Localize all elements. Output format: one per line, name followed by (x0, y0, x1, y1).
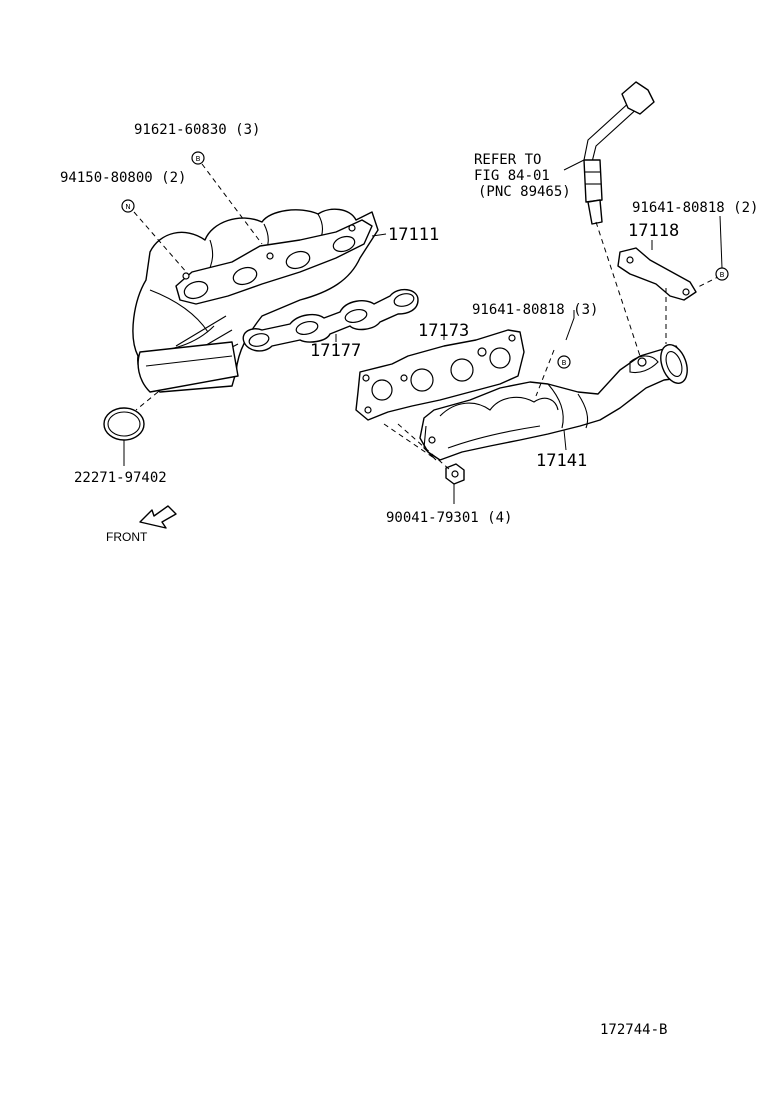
bolt-marker-icon: B (720, 271, 725, 279)
bracket-17118[interactable] (617, 247, 697, 301)
nut-90041[interactable] (445, 463, 465, 485)
label-91641-80818-2: 91641-80818 (2) (632, 200, 758, 216)
label-91621-60830: 91621-60830 (3) (134, 122, 260, 138)
leader-lines (123, 159, 723, 504)
label-22271-97402: 22271-97402 (74, 470, 167, 486)
label-17141: 17141 (536, 451, 587, 471)
label-90041-79301: 90041-79301 (4) (386, 510, 512, 526)
label-refer-line3: (PNC 89465) (478, 184, 571, 200)
bolt-marker-icon: B (562, 359, 567, 367)
label-17177: 17177 (310, 341, 361, 361)
gasket-ring-22271[interactable] (103, 407, 145, 441)
oxygen-sensor[interactable] (583, 81, 655, 225)
gasket-17177[interactable] (242, 289, 419, 352)
bolt-marker-91621: B (191, 151, 205, 165)
nut-marker-94150: N (121, 199, 135, 213)
label-refer-line1: REFER TO (474, 152, 541, 168)
nut-marker-icon: N (125, 203, 130, 211)
label-17118: 17118 (628, 221, 679, 241)
label-17173: 17173 (418, 321, 469, 341)
bolt-marker-91641-2: B (715, 267, 729, 281)
bolt-marker-91641-3: B (557, 355, 571, 369)
label-91641-80818-3: 91641-80818 (3) (472, 302, 598, 318)
exhaust-manifold-17141[interactable] (419, 341, 692, 461)
label-17111: 17111 (388, 225, 439, 245)
exhaust-manifold-17111[interactable] (132, 208, 379, 393)
label-94150-80800: 94150-80800 (2) (60, 170, 186, 186)
gasket-17173[interactable] (355, 329, 525, 421)
label-refer-line2: FIG 84-01 (474, 168, 550, 184)
label-front: FRONT (106, 530, 148, 544)
bolt-marker-icon: B (196, 155, 201, 163)
figure-id: 172744-B (600, 1022, 667, 1038)
front-arrow-icon (139, 505, 177, 529)
